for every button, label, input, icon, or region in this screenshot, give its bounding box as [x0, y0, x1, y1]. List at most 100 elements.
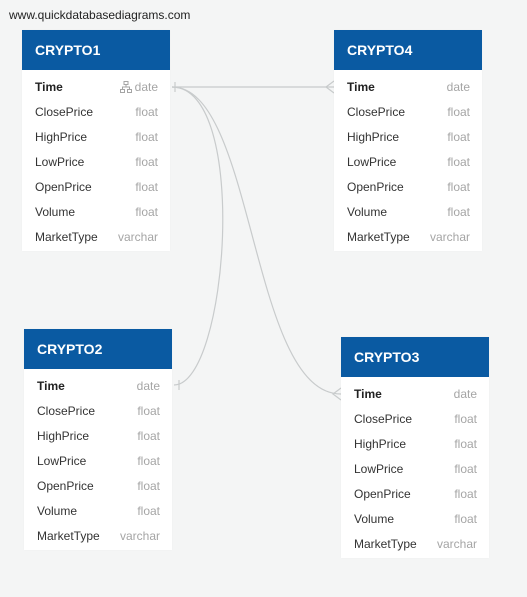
field-type: float [447, 104, 470, 119]
field-name: Time [37, 378, 65, 393]
field-type: float [137, 403, 160, 418]
field-name: Volume [35, 204, 76, 219]
relationship-crypto1-crypto2 [171, 86, 224, 386]
field-type: date [453, 386, 477, 401]
field-row-markettype[interactable]: MarketType varchar [341, 531, 489, 556]
field-row-volume[interactable]: Volume float [341, 506, 489, 531]
field-type: float [447, 179, 470, 194]
field-row-highprice[interactable]: HighPrice float [334, 124, 482, 149]
field-type: float [135, 104, 158, 119]
entity-title[interactable]: CRYPTO3 [341, 337, 489, 377]
field-name: ClosePrice [347, 104, 406, 119]
field-name: OpenPrice [35, 179, 92, 194]
field-name: HighPrice [347, 129, 400, 144]
field-type: float [137, 478, 160, 493]
field-row-lowprice[interactable]: LowPrice float [24, 448, 172, 473]
field-type: date [446, 79, 470, 94]
field-type: float [454, 511, 477, 526]
field-name: Volume [354, 511, 395, 526]
field-name: OpenPrice [354, 486, 411, 501]
field-name: Volume [347, 204, 388, 219]
field-type: date [136, 378, 160, 393]
field-row-highprice[interactable]: HighPrice float [22, 124, 170, 149]
field-type: float [135, 129, 158, 144]
field-type: date [134, 79, 158, 94]
field-name: ClosePrice [35, 104, 94, 119]
field-type: float [447, 204, 470, 219]
field-type: varchar [119, 528, 160, 543]
crow-foot-crypto3 [332, 387, 342, 401]
field-type: float [447, 129, 470, 144]
field-type: varchar [117, 229, 158, 244]
field-row-openprice[interactable]: OpenPrice float [334, 174, 482, 199]
field-row-openprice[interactable]: OpenPrice float [22, 174, 170, 199]
field-row-closeprice[interactable]: ClosePrice float [22, 99, 170, 124]
entity-title[interactable]: CRYPTO1 [22, 30, 170, 70]
field-type: float [454, 436, 477, 451]
field-name: MarketType [354, 536, 417, 551]
field-type: float [137, 428, 160, 443]
entity-title[interactable]: CRYPTO2 [24, 329, 172, 369]
field-row-markettype[interactable]: MarketType varchar [22, 224, 170, 249]
field-row-closeprice[interactable]: ClosePrice float [341, 406, 489, 431]
field-type: varchar [436, 536, 477, 551]
field-row-time[interactable]: Time date [22, 74, 170, 99]
field-name: Time [354, 386, 382, 401]
relationship-crypto1-crypto3 [171, 86, 342, 395]
field-type: float [454, 461, 477, 476]
field-type: float [135, 179, 158, 194]
field-name: HighPrice [354, 436, 407, 451]
field-type: float [135, 154, 158, 169]
field-row-volume[interactable]: Volume float [24, 498, 172, 523]
field-name: MarketType [35, 229, 98, 244]
field-name: MarketType [347, 229, 410, 244]
field-row-closeprice[interactable]: ClosePrice float [334, 99, 482, 124]
field-row-highprice[interactable]: HighPrice float [341, 431, 489, 456]
field-row-openprice[interactable]: OpenPrice float [341, 481, 489, 506]
field-row-closeprice[interactable]: ClosePrice float [24, 398, 172, 423]
relationship-icon [119, 80, 132, 93]
field-type: float [137, 503, 160, 518]
field-row-markettype[interactable]: MarketType varchar [24, 523, 172, 548]
field-name: LowPrice [35, 154, 85, 169]
field-name: Time [347, 79, 375, 94]
field-name: HighPrice [35, 129, 88, 144]
field-name: OpenPrice [37, 478, 94, 493]
field-name: LowPrice [354, 461, 404, 476]
field-row-lowprice[interactable]: LowPrice float [341, 456, 489, 481]
field-name: OpenPrice [347, 179, 404, 194]
field-type: varchar [429, 229, 470, 244]
field-name: Volume [37, 503, 78, 518]
field-row-lowprice[interactable]: LowPrice float [22, 149, 170, 174]
field-row-openprice[interactable]: OpenPrice float [24, 473, 172, 498]
field-row-time[interactable]: Time date [24, 373, 172, 398]
field-name: LowPrice [37, 453, 87, 468]
entity-title[interactable]: CRYPTO4 [334, 30, 482, 70]
field-name: Time [35, 79, 63, 94]
field-name: ClosePrice [37, 403, 96, 418]
field-type: float [454, 411, 477, 426]
field-row-time[interactable]: Time date [334, 74, 482, 99]
field-row-volume[interactable]: Volume float [334, 199, 482, 224]
site-watermark: www.quickdatabasediagrams.com [9, 8, 191, 22]
field-type: float [137, 453, 160, 468]
field-name: MarketType [37, 528, 100, 543]
field-type: float [447, 154, 470, 169]
field-name: ClosePrice [354, 411, 413, 426]
field-type: float [454, 486, 477, 501]
crow-foot-crypto4 [325, 80, 335, 94]
field-row-markettype[interactable]: MarketType varchar [334, 224, 482, 249]
field-row-highprice[interactable]: HighPrice float [24, 423, 172, 448]
field-row-time[interactable]: Time date [341, 381, 489, 406]
field-name: HighPrice [37, 428, 90, 443]
